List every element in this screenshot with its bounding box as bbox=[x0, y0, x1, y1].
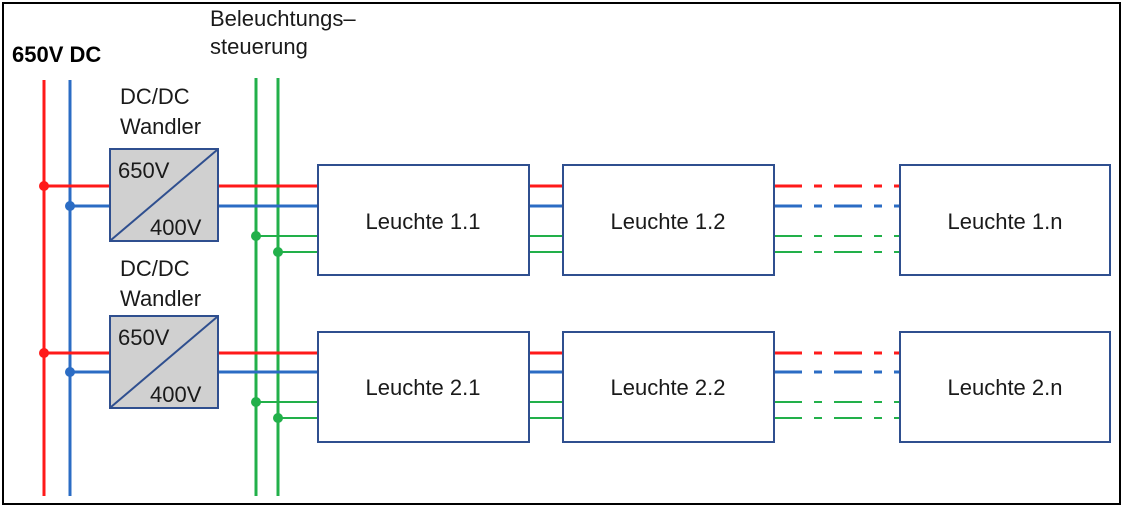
row-2-control-1-junction bbox=[251, 397, 261, 407]
row-2-plus-junction bbox=[39, 348, 49, 358]
converter-1: DC/DC Wandler 650V 400V bbox=[109, 84, 219, 242]
luminaire-1-2-box bbox=[562, 164, 775, 276]
luminaire-2-1-label: Leuchte 2.1 bbox=[366, 375, 481, 400]
row-1-minus-junction bbox=[65, 201, 75, 211]
converter-2-title-line1: DC/DC bbox=[120, 256, 190, 281]
converter-1-output: 400V bbox=[150, 215, 202, 240]
luminaire-2-n-box bbox=[899, 331, 1111, 443]
supply-label: 650V DC bbox=[12, 42, 101, 67]
luminaire-2-1-box bbox=[317, 331, 530, 443]
control-label-line1: Beleuchtungs– bbox=[210, 6, 356, 31]
luminaire-2-n-label: Leuchte 2.n bbox=[948, 375, 1063, 400]
row-1-control-2-junction bbox=[273, 247, 283, 257]
luminaire-2-2-label: Leuchte 2.2 bbox=[611, 375, 726, 400]
converter-2-input: 650V bbox=[118, 325, 170, 350]
luminaire-1-1-box bbox=[317, 164, 530, 276]
converter-1-diagonal bbox=[110, 149, 218, 241]
row-1-plus-junction bbox=[39, 181, 49, 191]
converter-2-title-line2: Wandler bbox=[120, 286, 201, 311]
control-label-line2: steuerung bbox=[210, 34, 308, 59]
luminaire-1-1-label: Leuchte 1.1 bbox=[366, 209, 481, 234]
converter-1-title-line1: DC/DC bbox=[120, 84, 190, 109]
luminaire-row-1: Leuchte 1.1 Leuchte 1.2 Leuchte 1.n bbox=[317, 164, 1111, 276]
row-2-minus-junction bbox=[65, 367, 75, 377]
converter-2-output: 400V bbox=[150, 382, 202, 407]
row-2-control-2-junction bbox=[273, 413, 283, 423]
luminaire-1-2-label: Leuchte 1.2 bbox=[611, 209, 726, 234]
converter-1-title-line2: Wandler bbox=[120, 114, 201, 139]
luminaire-1-n-box bbox=[899, 164, 1111, 276]
luminaire-row-2: Leuchte 2.1 Leuchte 2.2 Leuchte 2.n bbox=[317, 331, 1111, 443]
converter-1-input: 650V bbox=[118, 158, 170, 183]
luminaire-2-2-box bbox=[562, 331, 775, 443]
converter-2-diagonal bbox=[110, 316, 218, 408]
converter-2: DC/DC Wandler 650V 400V bbox=[109, 256, 219, 409]
row-1-control-1-junction bbox=[251, 231, 261, 241]
luminaire-1-n-label: Leuchte 1.n bbox=[948, 209, 1063, 234]
wiring bbox=[39, 78, 900, 496]
